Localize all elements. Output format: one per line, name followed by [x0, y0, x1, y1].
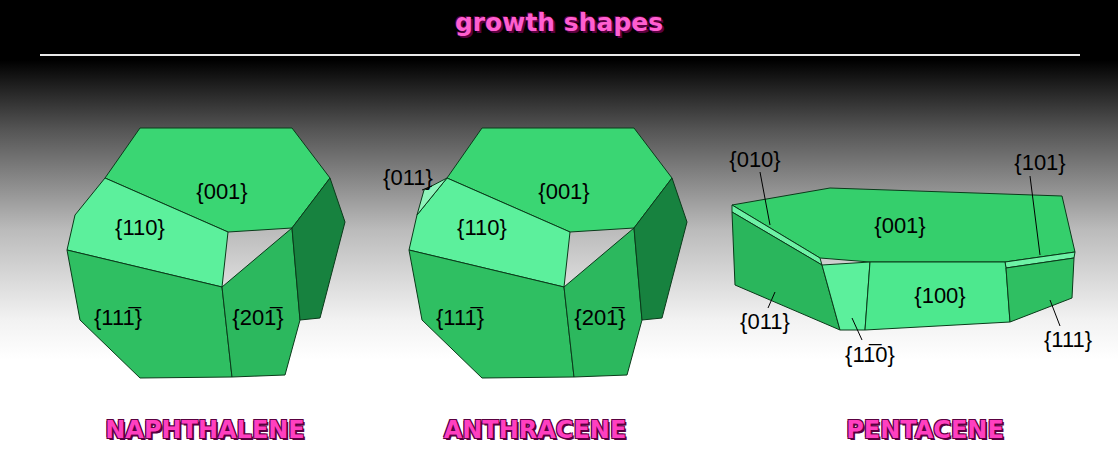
miller-index: {110}: [457, 215, 507, 241]
miller-index: {111̅}: [94, 305, 142, 331]
miller-index: {011}: [383, 165, 433, 191]
miller-index: {111̅}: [436, 305, 484, 331]
compound-name: PENTACENE: [846, 416, 1004, 444]
anthracene-crystal: [409, 128, 687, 378]
miller-index: {201̅}: [232, 305, 283, 331]
naphthalene-crystal: [67, 128, 345, 378]
miller-index: {010}: [729, 147, 780, 173]
diagram-title: growth shapes: [455, 8, 663, 37]
pentacene-crystal: [732, 188, 1075, 330]
miller-index: {100}: [914, 283, 965, 309]
title-rule: [40, 54, 1080, 56]
miller-index: {111}: [1044, 327, 1092, 353]
miller-index: {001}: [538, 179, 589, 205]
miller-index: {001}: [874, 213, 925, 239]
compound-name: NAPHTHALENE: [105, 416, 305, 444]
miller-index: {101}: [1014, 150, 1065, 176]
miller-index: {011}: [740, 309, 790, 335]
compound-name: ANTHRACENE: [444, 416, 627, 444]
miller-index: {001}: [196, 179, 247, 205]
miller-index: {201̅}: [574, 305, 625, 331]
miller-index: {11̅0}: [845, 342, 895, 368]
leader-lines: [760, 172, 1060, 340]
miller-index: {110}: [115, 215, 165, 241]
